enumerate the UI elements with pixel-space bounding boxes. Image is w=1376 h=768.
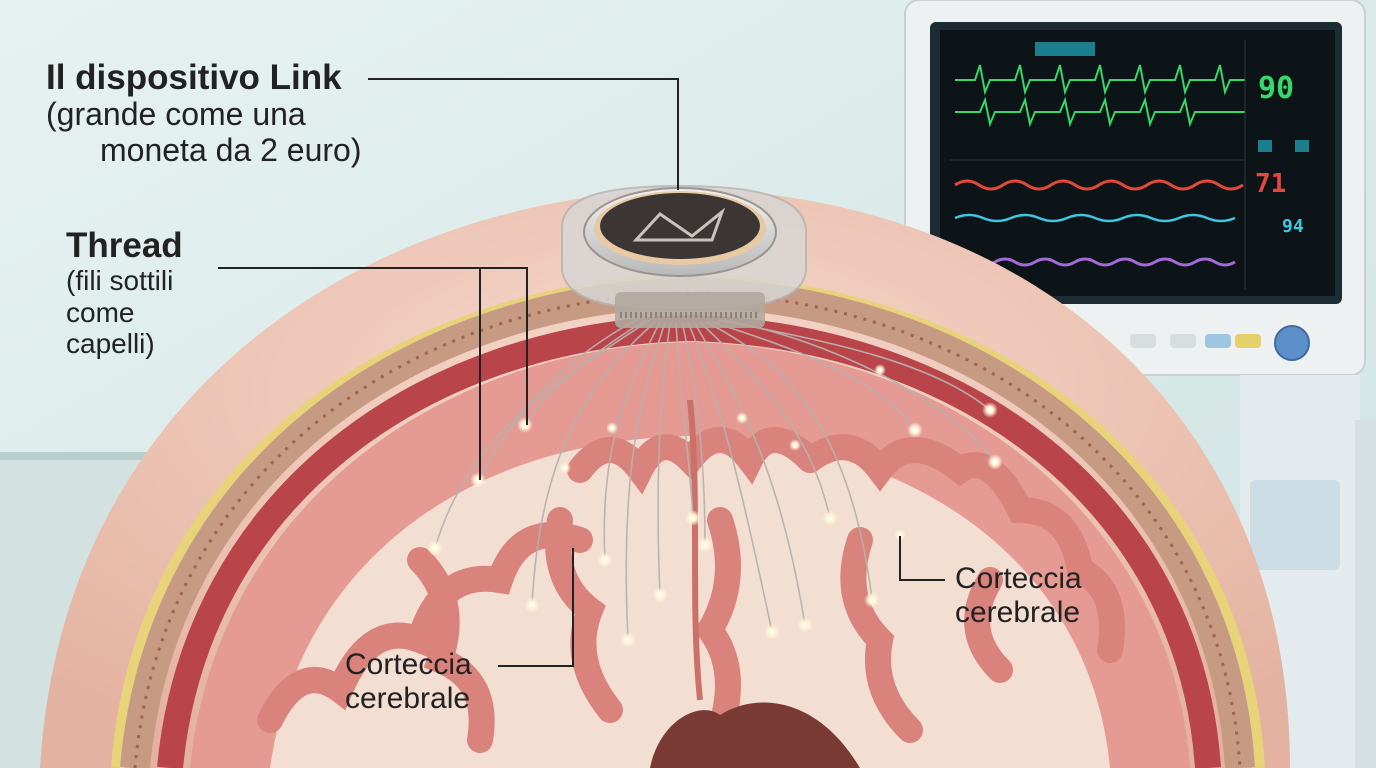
link-desc-line1: (grande come una (46, 96, 306, 133)
ventricle (650, 702, 860, 768)
spo2-value: 94 (1282, 216, 1304, 237)
electrode-tips (427, 364, 1003, 648)
ecg-trace-2 (955, 96, 1245, 128)
leader-lines (218, 78, 945, 667)
secondary-value: 71 (1255, 169, 1286, 199)
thread-title: Thread (66, 226, 183, 265)
cortex-right-line1: Corteccia (955, 562, 1082, 595)
resp-trace (954, 179, 1244, 191)
co2-trace (954, 257, 1236, 267)
cortex-left-line2: cerebrale (345, 681, 471, 715)
heart-rate-value: 90 (1258, 71, 1294, 106)
thread-desc-line1: (fili sottili (66, 265, 174, 297)
monitor-knob (1274, 325, 1310, 361)
threads (434, 317, 996, 641)
cortex-right-label: Corteccia cerebrale (955, 562, 1082, 629)
spo2-trace (954, 213, 1236, 223)
link-title: Il dispositivo Link (46, 58, 342, 97)
cortex-left-label: Corteccia cerebrale (345, 648, 472, 715)
thread-desc-line3: capelli) (66, 327, 155, 359)
link-device (560, 184, 807, 328)
patient-monitor: 90 71 94 (904, 0, 1366, 376)
link-logo-icon (632, 207, 726, 242)
cortex-left-line1: Corteccia (345, 648, 472, 681)
thread-desc-line2: come (66, 296, 135, 328)
cortex-folds (257, 427, 1125, 753)
ecg-trace-1 (955, 64, 1245, 96)
thread-annotation: Thread (fili sottili come capelli) (66, 226, 183, 359)
cortex-right-line2: cerebrale (955, 595, 1081, 629)
link-annotation: Il dispositivo Link (grande come una mon… (46, 58, 362, 169)
link-desc-line2: moneta da 2 euro) (100, 132, 362, 169)
